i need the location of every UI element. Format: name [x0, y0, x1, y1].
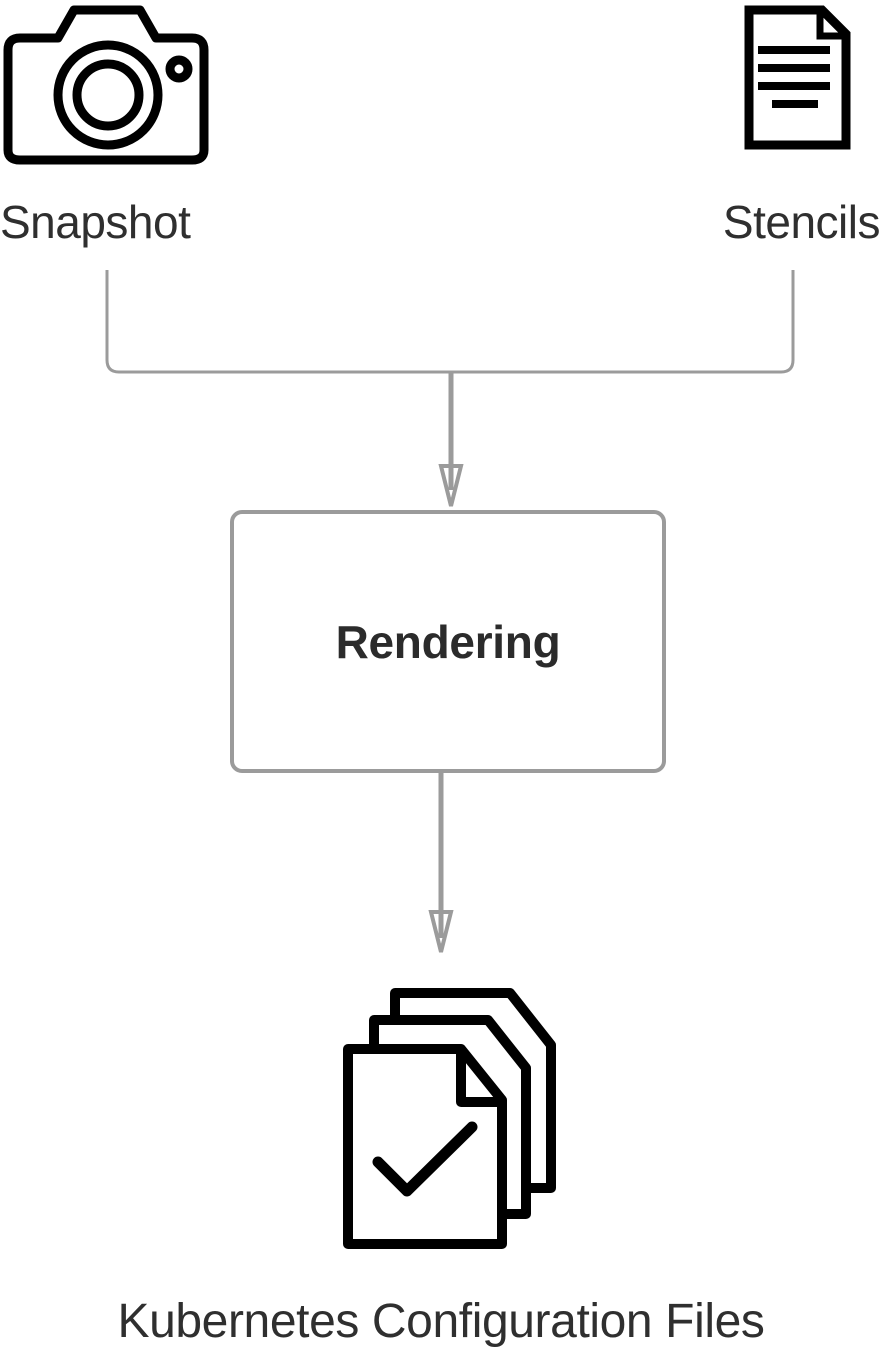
document-icon	[744, 5, 851, 150]
arrow-to-output	[428, 773, 454, 953]
merge-connector	[105, 270, 795, 374]
checked-files-stack-icon	[343, 988, 556, 1249]
snapshot-label: Snapshot	[0, 196, 191, 248]
rendering-node: Rendering	[230, 510, 666, 773]
arrow-to-rendering	[438, 372, 464, 507]
rendering-label: Rendering	[335, 615, 561, 668]
output-label: Kubernetes Configuration Files	[117, 1295, 765, 1348]
stencils-label: Stencils	[722, 196, 881, 248]
camera-icon	[3, 5, 209, 165]
